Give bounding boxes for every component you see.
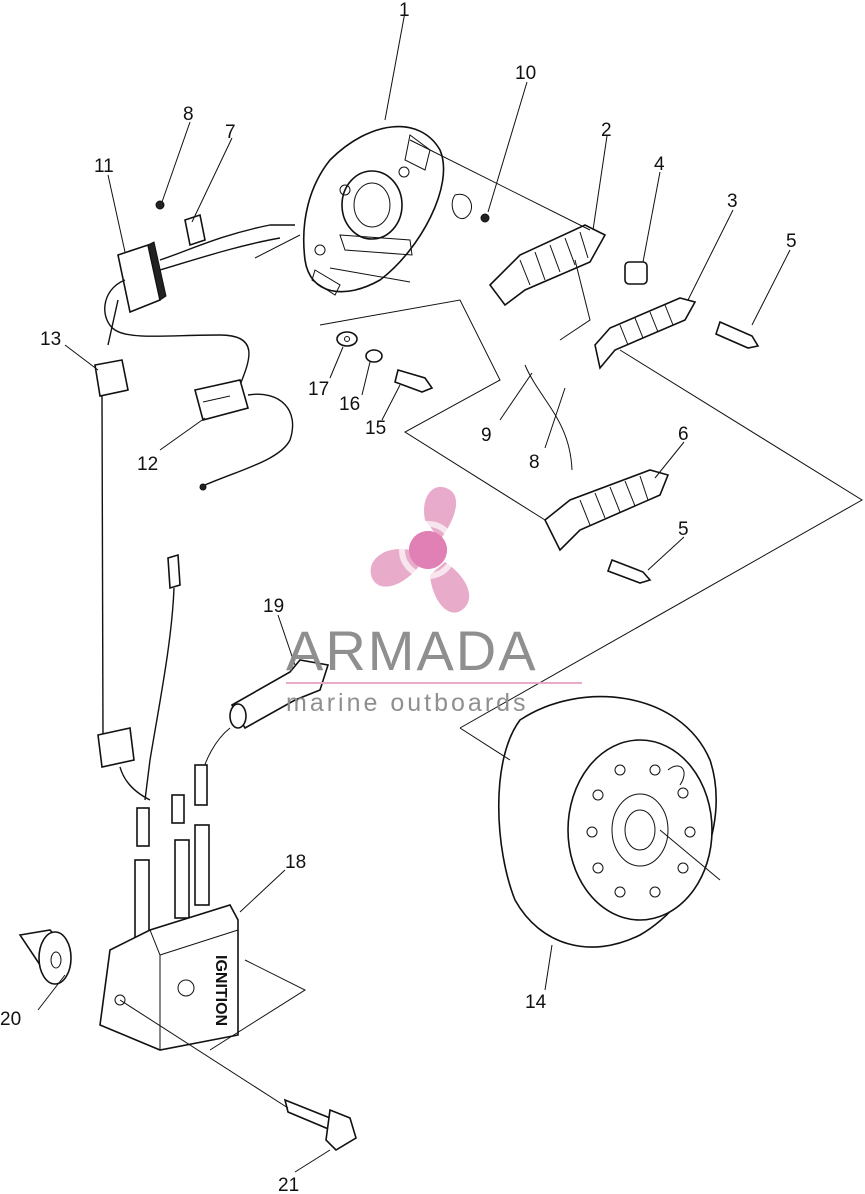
callout-6: 6	[678, 424, 689, 445]
callout-9: 9	[481, 425, 492, 446]
ignition-stamp: IGNITION	[212, 955, 229, 1026]
screw-5b	[606, 558, 652, 584]
rectifier	[104, 224, 295, 386]
armada-logo: ARMADA marine outboards	[286, 486, 582, 717]
callout-13: 13	[40, 329, 61, 350]
callout-5b: 5	[678, 519, 689, 540]
callout-8a: 8	[183, 104, 194, 125]
brand-name: ARMADA	[286, 619, 538, 682]
callout-3: 3	[727, 191, 738, 212]
callout-5a: 5	[786, 231, 797, 252]
leader-lines	[37, 11, 863, 1173]
clamp-7	[184, 213, 206, 247]
callout-10: 10	[515, 63, 536, 84]
screw-15	[394, 368, 434, 393]
brand-tagline: marine outboards	[286, 689, 529, 717]
connector-13	[94, 359, 129, 741]
charge-coil	[488, 224, 607, 307]
callout-20: 20	[0, 1009, 21, 1030]
propeller-icon	[370, 486, 470, 613]
washer-17	[336, 331, 358, 347]
callout-19: 19	[263, 596, 284, 617]
callout-21: 21	[278, 1175, 299, 1194]
washer-16	[365, 349, 383, 363]
callout-17: 17	[308, 379, 329, 400]
spacer	[624, 261, 648, 285]
callout-15: 15	[365, 418, 386, 439]
module-12	[194, 379, 294, 491]
flywheel	[497, 695, 717, 948]
screw-5a	[715, 320, 760, 349]
stator-plate	[302, 125, 473, 296]
ignition-pack: IGNITION	[99, 764, 239, 1051]
callout-2: 2	[601, 120, 612, 141]
callout-7: 7	[225, 122, 236, 143]
callout-12: 12	[137, 454, 158, 475]
callout-4: 4	[654, 154, 665, 175]
callout-11: 11	[94, 156, 114, 177]
callout-16: 16	[339, 394, 360, 415]
pulser-coil	[594, 297, 697, 370]
callout-14: 14	[525, 992, 547, 1013]
callout-18: 18	[285, 852, 306, 873]
callout-8b: 8	[529, 452, 540, 473]
callout-1: 1	[399, 0, 410, 21]
screw-8a	[155, 200, 165, 210]
screw-10	[480, 213, 490, 223]
wire-harness	[97, 553, 181, 801]
bolt-21	[283, 1098, 357, 1152]
lighting-coil	[543, 469, 670, 552]
callouts: 1 2 3 4 5 5 6 7 8 8 9 10 11 12 13 14 15 …	[0, 0, 797, 1194]
bushing-20	[18, 929, 72, 985]
